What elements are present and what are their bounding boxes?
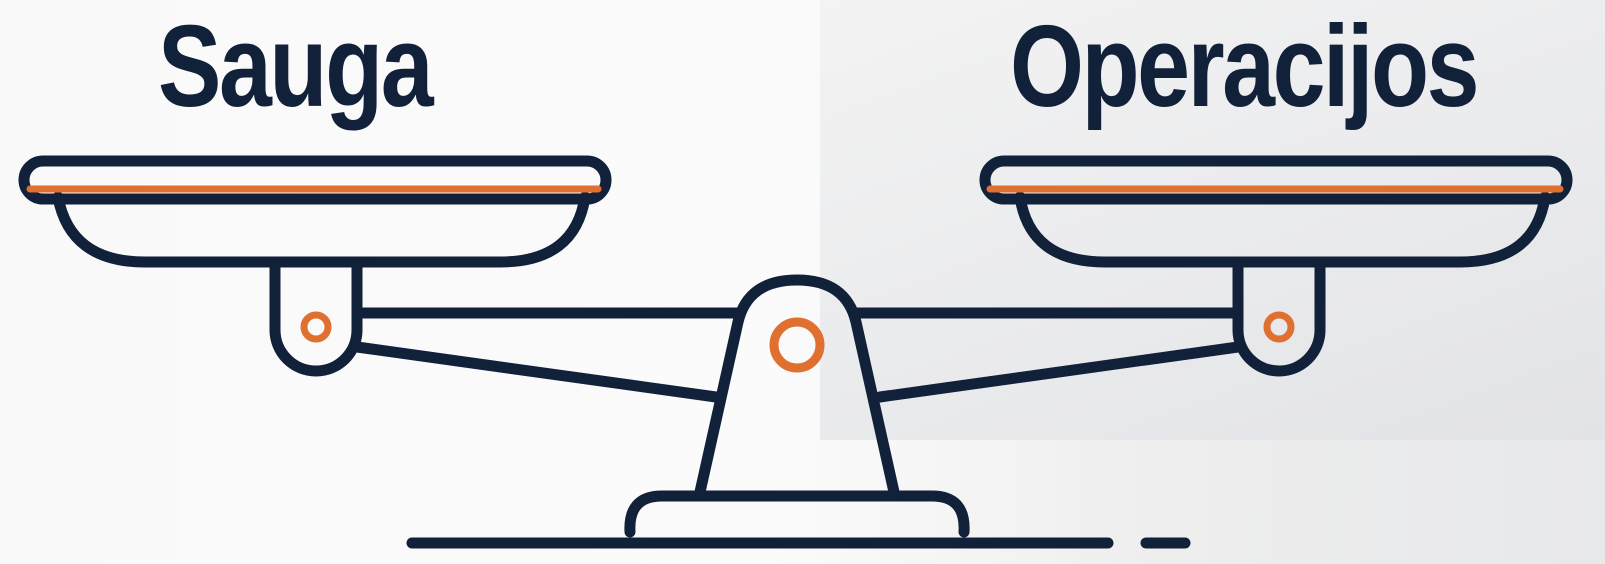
scale-base bbox=[630, 496, 964, 532]
right-pan-bowl bbox=[1020, 197, 1545, 262]
beam-lower-right bbox=[880, 347, 1238, 397]
center-pivot bbox=[774, 322, 820, 368]
left-pivot bbox=[304, 315, 328, 339]
right-pivot bbox=[1267, 315, 1291, 339]
left-pan-bowl bbox=[58, 197, 585, 262]
beam-lower-left bbox=[357, 347, 716, 397]
right-pan-rim bbox=[985, 161, 1567, 199]
left-pan-rim bbox=[24, 161, 606, 199]
